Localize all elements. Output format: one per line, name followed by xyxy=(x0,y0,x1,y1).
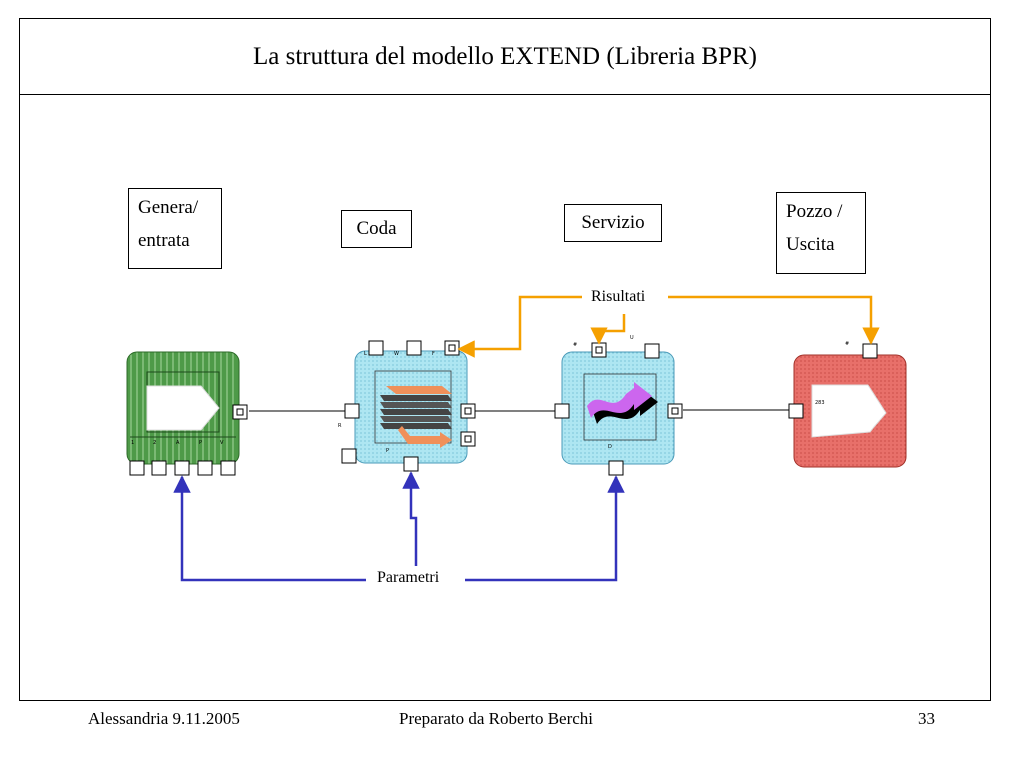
svg-text:U: U xyxy=(630,335,634,341)
page-number: 33 xyxy=(918,709,935,728)
exit-label-line1: Pozzo / xyxy=(786,201,843,222)
svg-text:A: A xyxy=(176,440,180,446)
footer-author: Preparato da Roberto Berchi xyxy=(399,709,594,728)
results-label: Risultati xyxy=(585,288,652,306)
svg-text:2: 2 xyxy=(153,440,156,446)
svg-text:F: F xyxy=(432,351,435,357)
svg-text:1: 1 xyxy=(131,440,134,446)
svg-text:#: # xyxy=(573,342,577,348)
svg-text:P: P xyxy=(386,448,389,454)
svg-text:P: P xyxy=(199,440,202,446)
generator-label-line2: entrata xyxy=(138,230,190,252)
queue-label: Coda xyxy=(341,210,412,248)
svg-text:#: # xyxy=(845,341,849,347)
results-arrows xyxy=(457,295,880,358)
slide-title: La struttura del modello EXTEND (Libreri… xyxy=(252,42,758,70)
exit-label: Pozzo / Uscita xyxy=(776,192,866,274)
footer-date-location: Alessandria 9.11.2005 xyxy=(88,709,240,728)
queue-block[interactable]: L W F R P xyxy=(338,340,476,472)
generator-block[interactable]: 1 2 A P V xyxy=(126,351,248,476)
generator-label-line1: Genera/ xyxy=(138,197,199,218)
slide-body-frame xyxy=(19,95,991,701)
svg-text:R: R xyxy=(338,423,342,429)
parameters-label: Parametri xyxy=(371,569,446,587)
item-flow-lines xyxy=(249,409,789,412)
activity-block[interactable]: # U D xyxy=(554,335,683,476)
svg-text:D: D xyxy=(608,444,612,450)
parameters-arrows xyxy=(173,471,625,582)
slide-title-frame: La struttura del modello EXTEND (Libreri… xyxy=(19,18,991,95)
activity-label: Servizio xyxy=(564,204,662,242)
svg-text:V: V xyxy=(220,440,224,446)
svg-text:283: 283 xyxy=(815,400,825,406)
svg-text:W: W xyxy=(394,351,399,357)
generator-label: Genera/ entrata xyxy=(128,188,222,269)
exit-block[interactable]: 283 # xyxy=(788,341,907,468)
exit-label-line2: Uscita xyxy=(786,234,835,256)
svg-text:L: L xyxy=(364,351,367,357)
